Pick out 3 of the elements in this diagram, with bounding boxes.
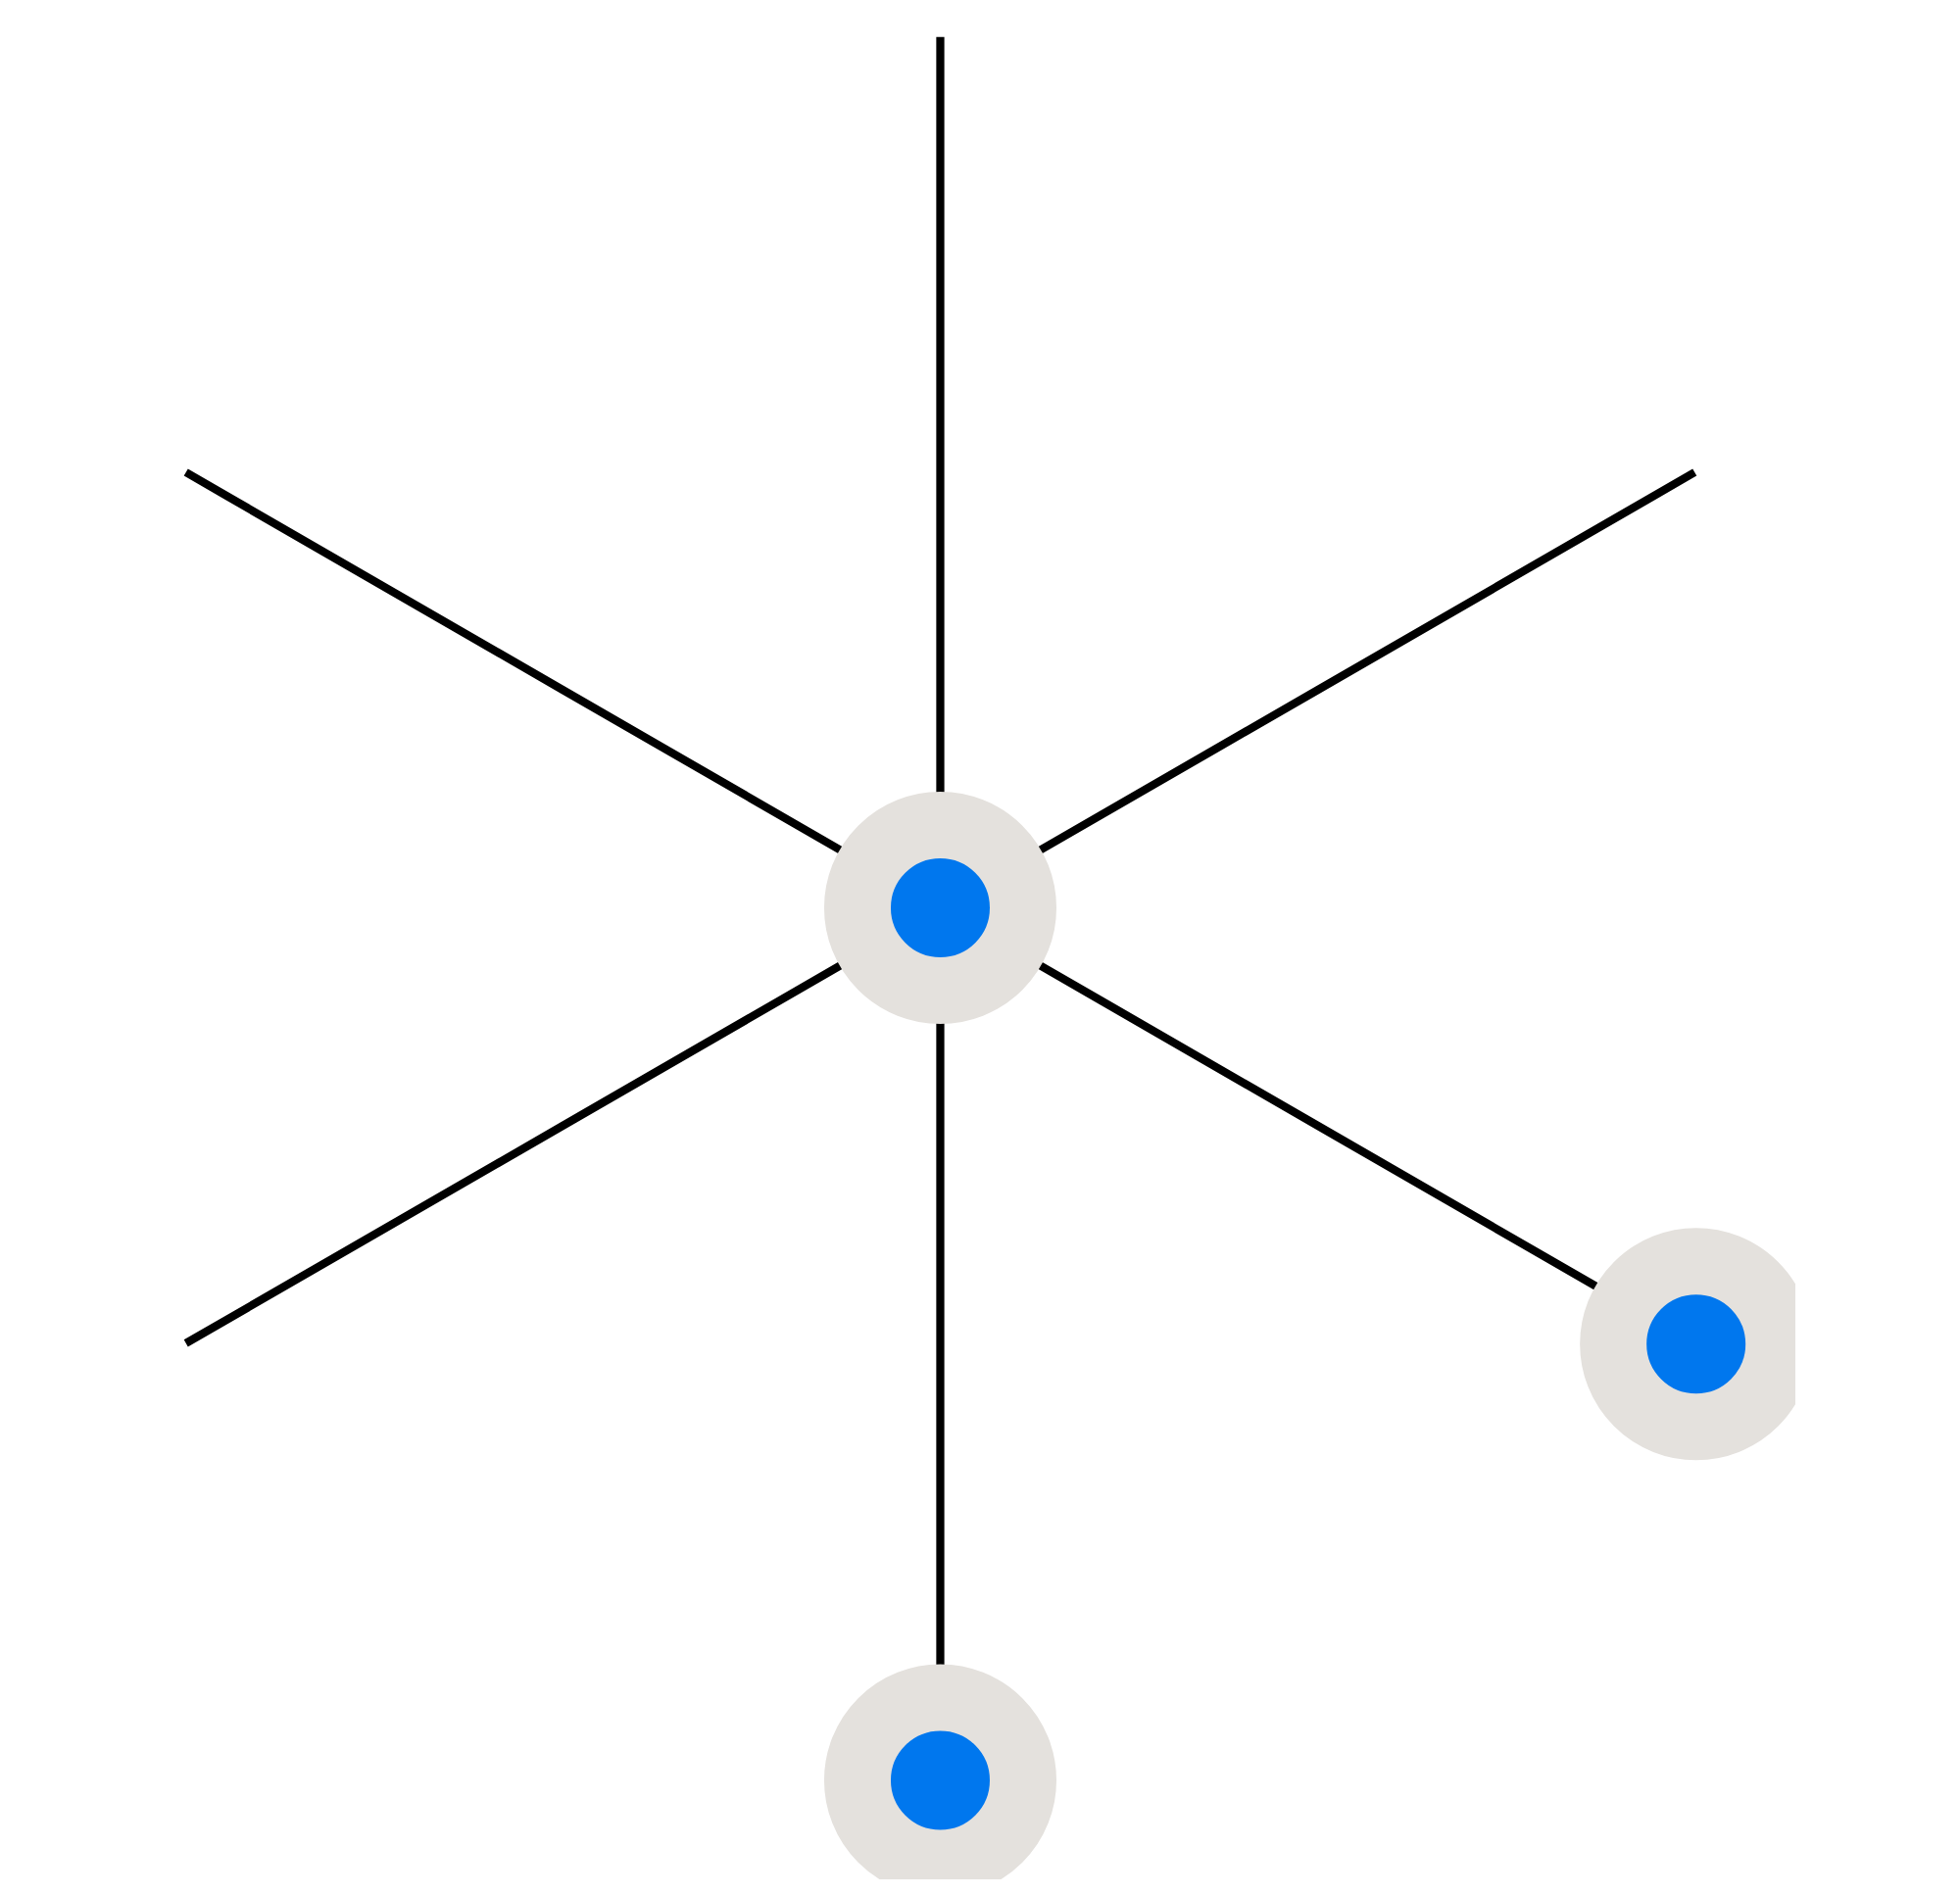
node-circle [822,1663,1055,1878]
node-circle [1579,1227,1794,1460]
node-circle [822,790,1055,1023]
